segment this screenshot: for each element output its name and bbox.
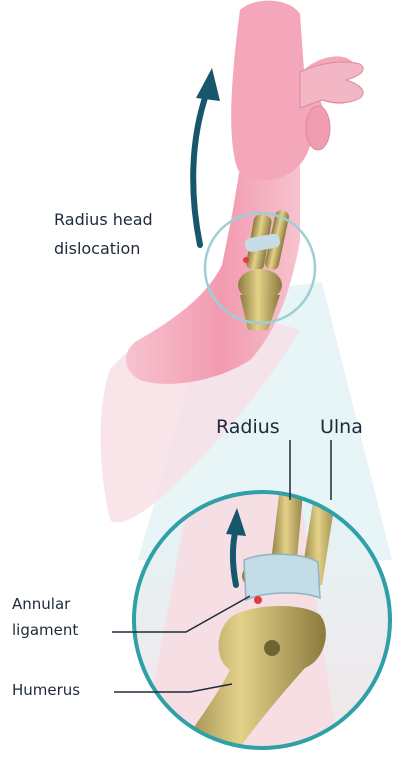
radius-head-dislocation-label-line1: Radius head [54,209,153,230]
rotation-arrowhead-upper [196,68,220,101]
annular-ligament-label-line1: Annular [12,594,70,615]
annular-ligament-label-line2: ligament [12,620,78,641]
rotation-arrow-upper [193,92,207,245]
humerus-label: Humerus [12,680,80,701]
fingers-shape [300,62,363,108]
thumb-shape [306,106,330,150]
rotation-arrow-lower [233,528,236,585]
radius-label: Radius [216,416,280,438]
radius-head-dislocation-label-line2: dislocation [54,238,140,259]
ulna-label: Ulna [320,416,363,438]
annular-ligament-band [244,554,320,600]
